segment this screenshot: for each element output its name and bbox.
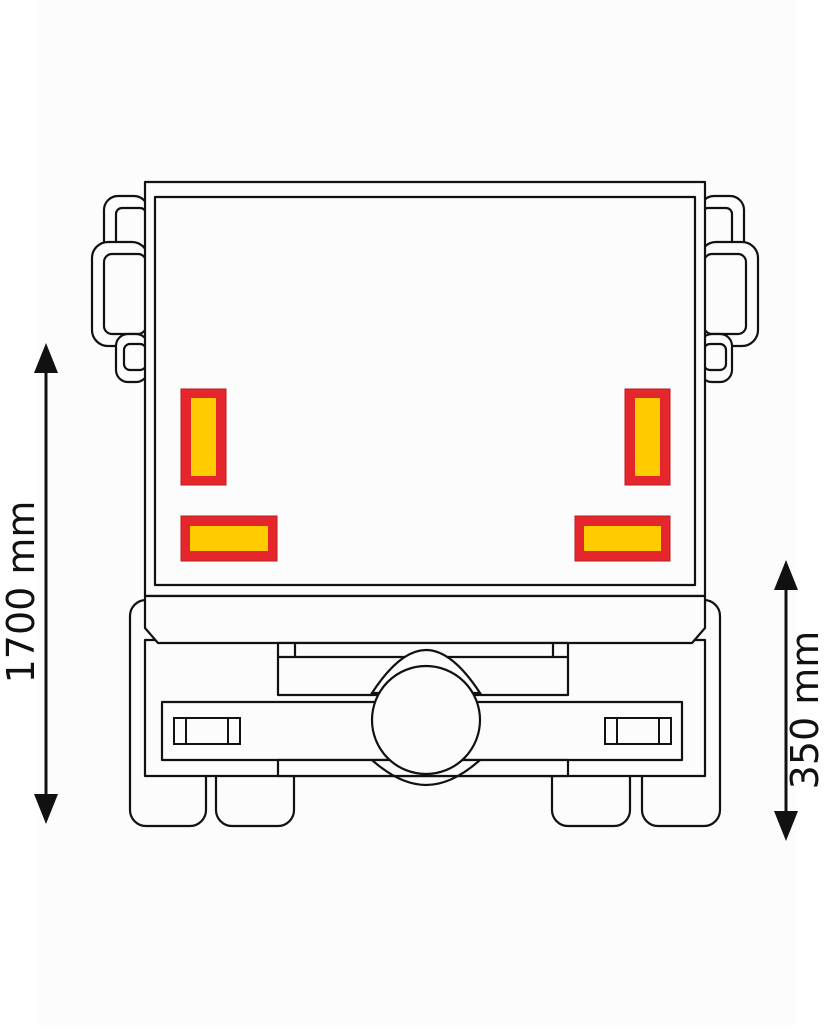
spare-wheel-circle (370, 664, 482, 776)
dimension-350: 350 mm (774, 560, 827, 841)
dimension-label-350: 350 mm (783, 631, 827, 790)
bumper-lights (173, 717, 672, 745)
reflector-left-horizontal-fill (190, 526, 268, 551)
arrow-up-icon-right (774, 560, 798, 590)
arrow-down-icon-right (774, 811, 798, 841)
reflector-left-vertical-fill (191, 398, 216, 476)
left-bumper-light (173, 717, 241, 745)
arrow-up-icon (34, 343, 58, 373)
dimension-label-1700: 1700 mm (0, 501, 43, 684)
arrow-down-icon (34, 794, 58, 824)
right-bumper-light (604, 717, 672, 745)
reflector-right-vertical-fill (635, 398, 660, 476)
underride-bar (143, 594, 707, 645)
reflector-right-horizontal-fill (584, 526, 661, 551)
tow-hitch (369, 648, 483, 787)
dimension-1700: 1700 mm (0, 343, 58, 824)
reflector-plates (180, 388, 671, 562)
